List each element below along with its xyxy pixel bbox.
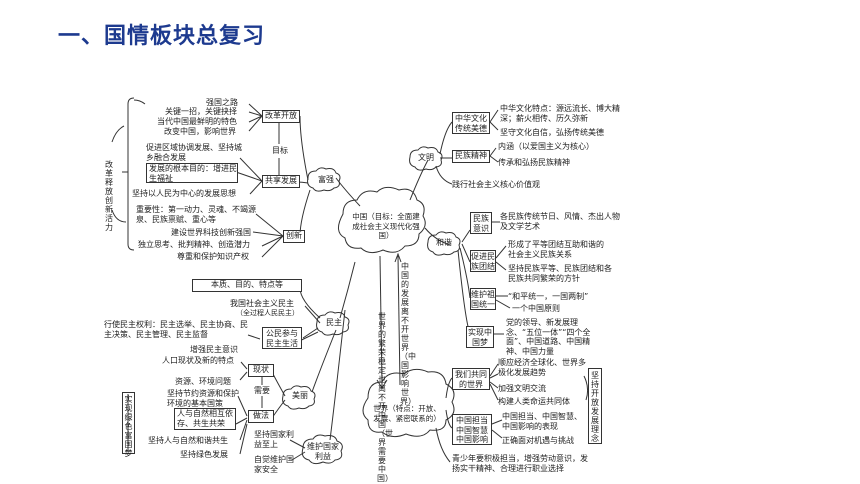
meili-act-item-2: 坚持人与自然和谐共生 xyxy=(148,436,228,445)
meili-vertical: 实现绿色富国梦 xyxy=(122,392,135,458)
reunify-item-2: 一个中国原则 xyxy=(512,304,560,313)
fuqiang-cloud xyxy=(307,167,341,192)
reform-item-3: 当代中国最鲜明的特色 xyxy=(157,117,237,126)
common-world-box: 我们共同的世界 xyxy=(452,368,490,390)
meili-need: 需要 xyxy=(254,386,270,395)
common-item-2: 加强文明交流 xyxy=(498,384,546,393)
ethnic-box: 民族意识 xyxy=(470,212,492,234)
security-hub: 维护国家利益 xyxy=(307,442,339,461)
ethnic-item-1: 各民族传统节日、风情、杰出人物及文学艺术 xyxy=(500,212,620,231)
minzhu-item-1: 我国社会主义民主 xyxy=(230,299,294,308)
hexie-hub: 和谐 xyxy=(436,238,452,247)
world-cloud xyxy=(362,368,455,438)
minzhu-sub-box: 公民参与民主生活 xyxy=(262,327,302,349)
minzhu-item-2: 增强民主意识 xyxy=(190,345,238,354)
meili-act-box-2: 人与自然相互依存、共生共荣 xyxy=(174,408,236,430)
share-goal-box: 发展的根本目的：增进民生福祉 xyxy=(146,163,238,183)
reunify-box: 维护祖国统一 xyxy=(470,288,496,310)
world-vertical: 坚持开放发展理念 xyxy=(588,368,602,444)
meili-act-item-3: 坚持绿色发展 xyxy=(180,450,228,459)
innovate-item-4: 尊重和保护知识产权 xyxy=(177,252,249,261)
link-world-needs-china: 世界的繁荣稳定也离不开中国（世界需要中国） xyxy=(377,312,393,483)
center-node: 中国（目标：全面建成社会主义现代化强国） xyxy=(352,212,420,240)
unity-box: 促进民族团结 xyxy=(470,250,496,272)
hexie-cloud xyxy=(427,231,461,256)
innovate-item-1: 重要性：第一动力、灵魂、不竭源泉、民族禀赋、重心等 xyxy=(136,205,256,224)
world-node: 世界（特点：开放、发展、紧密联系的） xyxy=(373,404,441,423)
reunify-item-1: “和平统一，一国两制” xyxy=(508,292,589,301)
spirit-item-1: 内涵（以爱国主义为核心） xyxy=(498,142,594,151)
spirit-box: 民族精神 xyxy=(452,150,490,163)
culture-item-1: 中华文化特点：源远流长、博大精深；薪火相传、历久弥新 xyxy=(500,104,620,123)
innovate-box: 创新 xyxy=(283,230,305,243)
security-item-1: 坚持国家利益至上 xyxy=(254,430,294,449)
goal-label: 目标 xyxy=(272,146,288,155)
minzhu-left-text: 行使民主权利：民主选举、民主协商、民主决策、民主管理、民主监督 xyxy=(104,320,248,339)
link-china-affects-world: 中国的发展离不开世界（中国影响世界） xyxy=(400,262,416,406)
common-item-1: 顺应经济全球化、世界多极化发展趋势 xyxy=(498,358,586,377)
reform-item-4: 改变中国，影响世界 xyxy=(164,127,236,136)
page-title: 一、国情板块总复习 xyxy=(58,24,266,49)
meili-status-box: 现状 xyxy=(248,364,274,377)
wenming-cloud xyxy=(409,146,443,171)
minzhu-cloud xyxy=(316,311,350,336)
minzhu-item-1-note: （全过程人民民主） xyxy=(236,309,299,317)
common-item-3: 构建人类命运共同体 xyxy=(498,397,570,406)
dream-item-1: 党的领导、新发展理念、“五位一体”“四个全面”、中国道路、中国精神、中国力量 xyxy=(506,318,591,356)
wenming-core: 践行社会主义核心价值观 xyxy=(452,180,540,189)
share-item-1: 促进区域协调发展、坚持城乡融合发展 xyxy=(146,143,242,162)
meili-status-item-1: 人口现状及新的特点 xyxy=(162,356,234,365)
culture-item-2: 坚守文化自信，弘扬传统美德 xyxy=(500,128,604,137)
culture-box: 中华文化传统美德 xyxy=(452,112,490,134)
meili-status-item-2: 资源、环境问题 xyxy=(175,377,231,386)
meili-act-box: 做法 xyxy=(248,410,274,423)
security-item-2: 自觉维护国家安全 xyxy=(254,455,294,474)
share-box: 共享发展 xyxy=(262,175,300,188)
fuqiang-vertical: 改革释放创新活力 xyxy=(105,160,113,232)
minzhu-hub: 民主 xyxy=(326,318,342,327)
innovate-item-3: 独立思考、批判精神、创造潜力 xyxy=(138,240,250,249)
wenming-hub: 文明 xyxy=(418,153,434,162)
meili-hub: 美丽 xyxy=(292,391,308,400)
role-box: 中国担当中国智慧中国影响 xyxy=(452,414,492,445)
reform-item-1: 强国之路 xyxy=(206,98,238,107)
dream-box: 实现中国梦 xyxy=(466,326,494,348)
world-youth: 青少年要积极担当，增强劳动意识，发扬实干精神、合理进行职业选择 xyxy=(452,454,588,473)
role-item-1: 中国担当、中国智慧、中国影响的表现 xyxy=(502,412,582,431)
meili-act-item-1: 坚持节约资源和保护环境的基本国策 xyxy=(167,389,239,408)
spirit-item-2: 传承和弘扬民族精神 xyxy=(498,158,570,167)
reform-item-2: 关键一招，关键抉择 xyxy=(165,107,237,116)
role-item-2: 正确面对机遇与挑战 xyxy=(502,436,574,445)
share-item-2: 坚持以人民为中心的发展思想 xyxy=(132,189,236,198)
center-cloud xyxy=(338,186,426,254)
minzhu-top-box: 本质、目的、特点等 xyxy=(192,279,302,292)
innovate-item-2: 建设世界科技创新强国 xyxy=(171,228,251,237)
fuqiang-hub: 富强 xyxy=(318,175,334,184)
security-cloud xyxy=(301,434,343,465)
reform-box: 改革开放 xyxy=(262,110,300,123)
unity-item-2: 坚持民族平等、民族团结和各民族共同繁荣的方针 xyxy=(508,264,612,283)
meili-cloud xyxy=(282,385,316,410)
unity-item-1: 形成了平等团结互助和谐的社会主义民族关系 xyxy=(508,240,604,259)
